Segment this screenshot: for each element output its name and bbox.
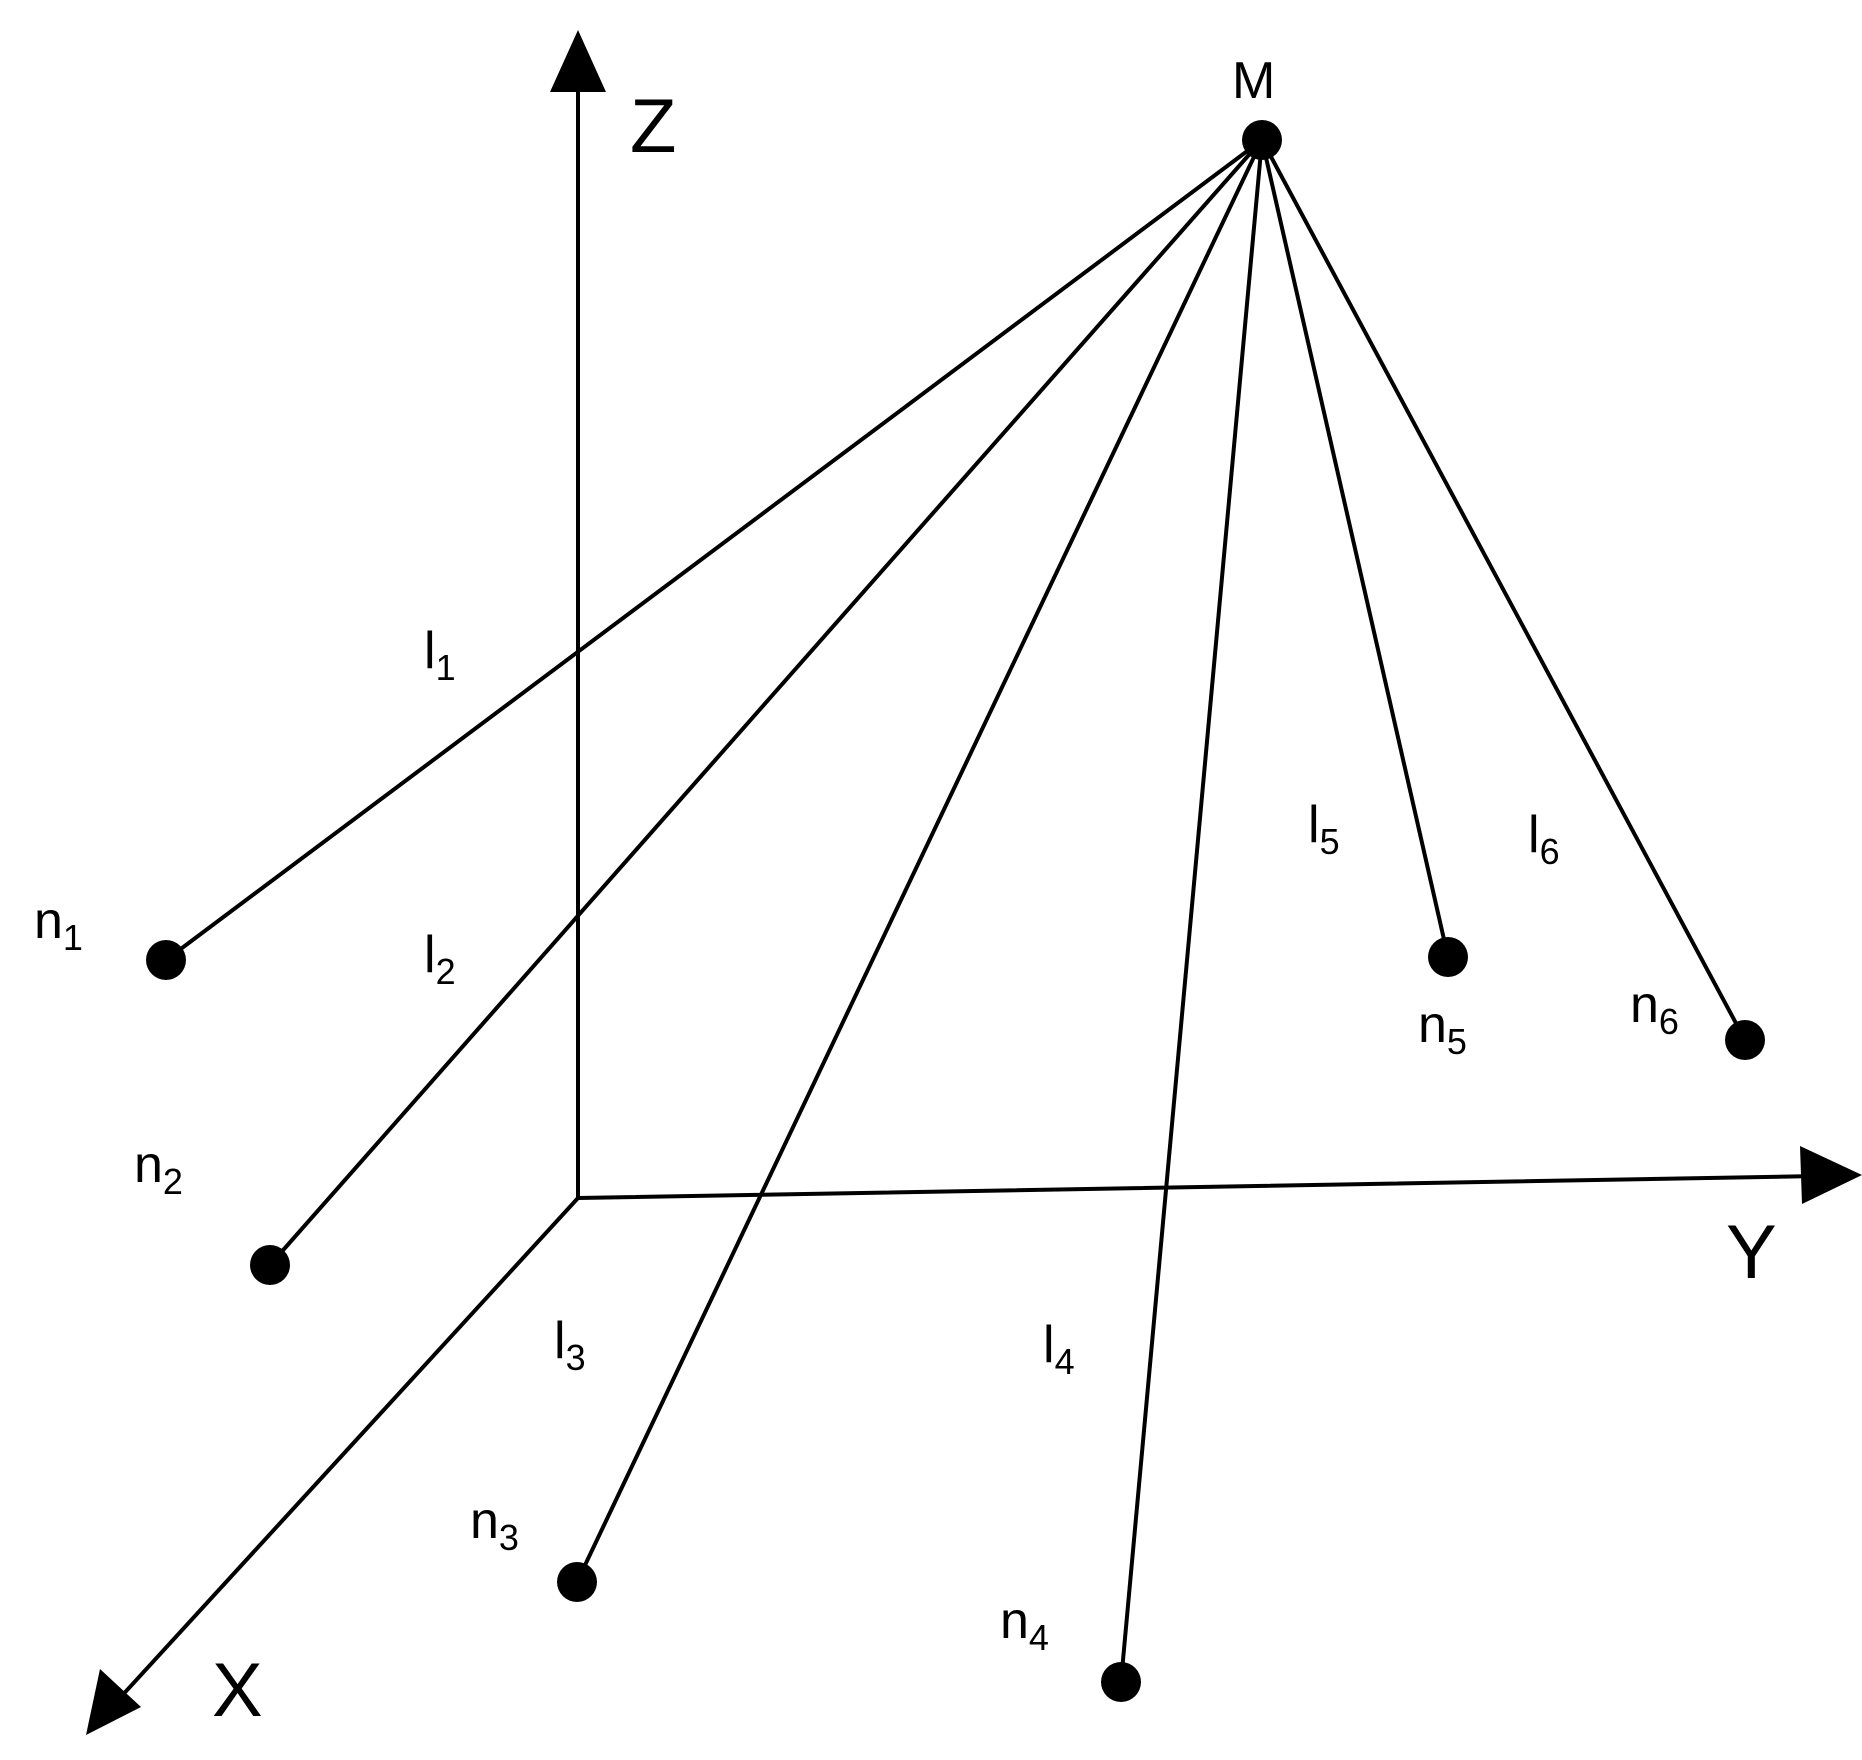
link-l4-label: l4 — [1043, 1316, 1075, 1382]
node-n5 — [1428, 937, 1468, 977]
apex-point-m — [1242, 120, 1282, 160]
y-axis-label: Y — [1726, 1210, 1777, 1295]
link-l1 — [164, 138, 1264, 962]
link-l5-label: l5 — [1308, 796, 1340, 862]
link-l4 — [1119, 138, 1264, 1684]
apex-label: M — [1232, 52, 1275, 110]
x-axis — [116, 1196, 580, 1702]
z-axis-label: Z — [630, 84, 676, 169]
link-l5 — [1260, 138, 1450, 959]
node-n3 — [557, 1562, 597, 1602]
link-l1-label: l1 — [424, 622, 456, 688]
x-axis-label: X — [212, 1648, 263, 1733]
link-l3 — [575, 138, 1264, 1584]
node-n2 — [250, 1245, 290, 1285]
node-n6-label: n6 — [1630, 976, 1679, 1042]
link-l2-label: l2 — [424, 926, 456, 992]
z-axis-arrowhead — [550, 30, 606, 92]
node-n6 — [1725, 1020, 1765, 1060]
link-l6 — [1260, 138, 1747, 1042]
node-n1 — [146, 940, 186, 980]
node-n4 — [1101, 1662, 1141, 1702]
node-n1-label: n1 — [34, 892, 83, 958]
y-axis-arrowhead — [1800, 1146, 1862, 1204]
node-n2-label: n2 — [134, 1136, 183, 1202]
node-n4-label: n4 — [1000, 1592, 1049, 1658]
node-n3-label: n3 — [470, 1492, 519, 1558]
link-l3-label: l3 — [554, 1312, 586, 1378]
x-axis-arrowhead — [86, 1669, 141, 1735]
link-l2 — [268, 138, 1264, 1267]
node-n5-label: n5 — [1418, 996, 1467, 1062]
link-l6-label: l6 — [1528, 806, 1560, 872]
y-axis — [576, 1174, 1820, 1200]
